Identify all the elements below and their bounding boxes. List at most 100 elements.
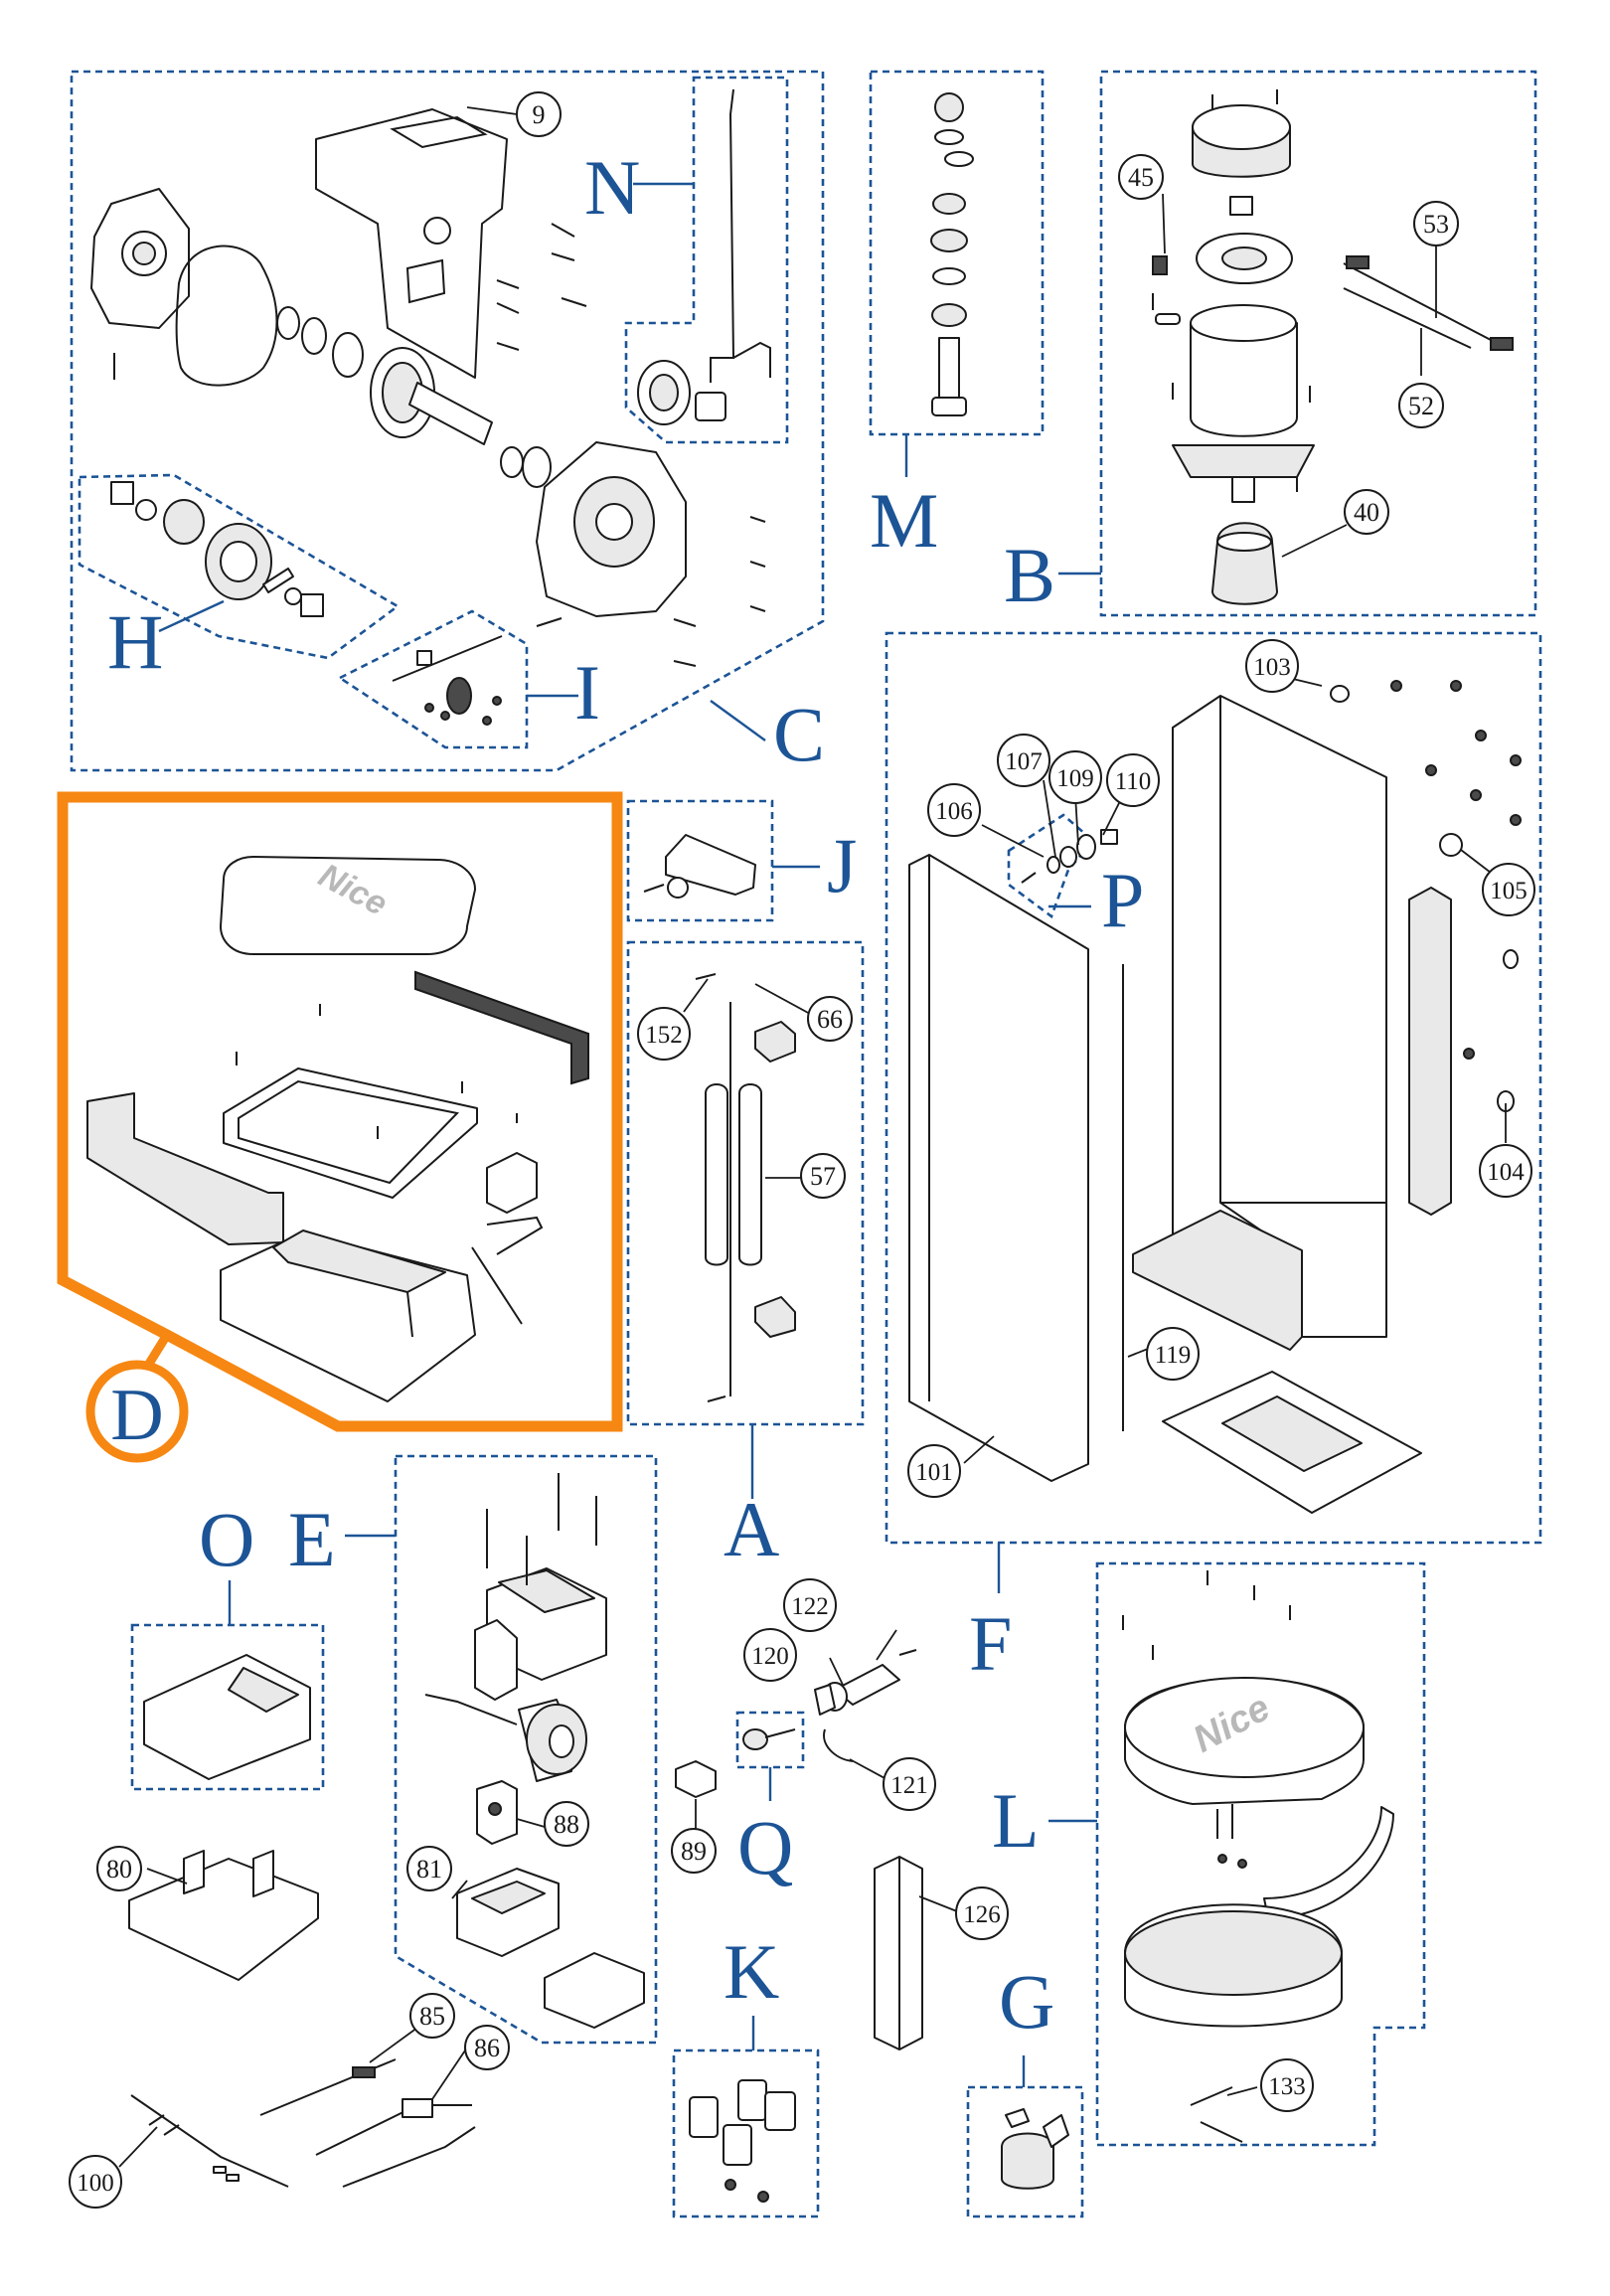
svg-text:100: 100 — [77, 2170, 114, 2197]
gearbox-housing — [536, 441, 687, 617]
callout-106: 106 — [927, 783, 981, 837]
group-letter-i: I — [574, 649, 600, 736]
key — [742, 1728, 796, 1750]
callout-57: 57 — [800, 1153, 846, 1199]
group-f-frame — [885, 631, 1542, 1545]
callout-103: 103 — [1245, 639, 1299, 693]
release-plate — [637, 360, 726, 425]
clip-121 — [823, 1728, 854, 1762]
main-gear-shaft — [370, 347, 493, 445]
callout-leaders — [118, 106, 1507, 2168]
callout-152: 152 — [637, 1007, 691, 1061]
svg-text:105: 105 — [1490, 878, 1528, 904]
top-cover: Nice — [220, 856, 476, 955]
callout-126: 126 — [955, 1886, 1009, 1940]
svg-text:126: 126 — [963, 1901, 1001, 1928]
svg-text:152: 152 — [645, 1022, 683, 1049]
svg-text:133: 133 — [1268, 2073, 1306, 2100]
worm-gear — [1211, 522, 1278, 605]
group-j-frame — [626, 799, 774, 922]
group-e-frame — [394, 1454, 658, 2045]
callout-52: 52 — [1398, 383, 1444, 428]
svg-text:53: 53 — [1423, 210, 1449, 239]
bearing-rings — [276, 306, 552, 488]
callout-66: 66 — [807, 996, 853, 1042]
group-c-frame — [70, 70, 825, 772]
gasket-ring — [175, 245, 278, 387]
column-cover-panel — [908, 854, 1089, 1482]
svg-text:119: 119 — [1155, 1342, 1192, 1369]
callout-80: 80 — [96, 1846, 142, 1891]
mounting-bracket — [315, 108, 508, 379]
group-h-frame — [78, 473, 401, 660]
svg-text:120: 120 — [751, 1643, 789, 1670]
control-unit-o — [143, 1654, 311, 1780]
callout-107: 107 — [997, 734, 1050, 787]
svg-text:109: 109 — [1056, 765, 1094, 792]
svg-text:57: 57 — [810, 1162, 836, 1191]
svg-text:40: 40 — [1354, 498, 1379, 527]
group-p-frame — [1007, 813, 1095, 919]
gear-set-h — [110, 481, 324, 617]
callout-40: 40 — [1344, 489, 1389, 535]
transformer-bolts — [486, 1473, 597, 1585]
gear-set-i — [392, 635, 503, 726]
group-m-frame — [869, 70, 1045, 436]
group-letter-h: H — [107, 598, 163, 685]
transformer — [474, 1567, 607, 1701]
svg-text:45: 45 — [1128, 163, 1154, 192]
group-letter-j: J — [827, 822, 857, 908]
svg-text:81: 81 — [416, 1855, 442, 1884]
group-letter-c: C — [773, 691, 825, 777]
svg-text:89: 89 — [681, 1837, 707, 1866]
svg-text:101: 101 — [915, 1459, 953, 1486]
control-box-base — [220, 1230, 476, 1402]
encoder-disc — [1196, 196, 1293, 284]
callout-121: 121 — [883, 1757, 936, 1811]
relay-board — [476, 1780, 518, 1845]
group-letter-n: N — [584, 144, 640, 231]
group-letter-g: G — [999, 1958, 1054, 2045]
profile-126 — [874, 1856, 923, 2050]
group-c-leader — [710, 700, 766, 741]
cable-100 — [130, 2094, 289, 2188]
key-lock-cylinder — [814, 1649, 917, 1716]
callout-88: 88 — [544, 1801, 589, 1847]
group-o-frame — [130, 1623, 325, 1791]
callout-86: 86 — [464, 2025, 510, 2070]
callout-85: 85 — [409, 1993, 455, 2039]
group-letter-l: L — [992, 1777, 1040, 1864]
svg-text:107: 107 — [1005, 748, 1043, 775]
side-seal-right — [414, 970, 589, 1085]
svg-text:88: 88 — [554, 1810, 579, 1839]
callout-119: 119 — [1146, 1327, 1200, 1381]
dome-base — [1124, 1903, 1343, 2028]
group-k-frame — [672, 2049, 820, 2218]
small-screws-l — [1122, 1570, 1291, 1869]
callout-133: 133 — [1260, 2058, 1314, 2112]
callout-53: 53 — [1413, 201, 1459, 246]
group-letter-m: M — [870, 477, 938, 564]
callout-109: 109 — [1048, 750, 1102, 804]
svg-text:86: 86 — [474, 2034, 500, 2062]
group-l-frame — [1095, 1561, 1426, 2147]
svg-text:66: 66 — [817, 1005, 843, 1034]
group-letter-k: K — [724, 1928, 779, 2015]
callout-104: 104 — [1479, 1144, 1532, 1198]
connector-89 — [675, 1760, 717, 1798]
callout-101: 101 — [907, 1444, 961, 1498]
group-h-leader — [158, 599, 225, 633]
cable-pair — [1343, 255, 1514, 351]
small-screws-c — [496, 223, 766, 667]
callout-122: 122 — [783, 1578, 837, 1632]
callout-81: 81 — [406, 1846, 452, 1891]
svg-text:103: 103 — [1253, 654, 1291, 681]
encoder-cover — [1192, 104, 1291, 178]
svg-text:106: 106 — [935, 798, 973, 825]
release-lock-parts — [1021, 829, 1118, 884]
spring-assembly — [695, 973, 796, 1402]
group-g-frame — [966, 2085, 1084, 2218]
group-letter-e: E — [288, 1496, 336, 1582]
group-letter-f: F — [969, 1600, 1012, 1687]
